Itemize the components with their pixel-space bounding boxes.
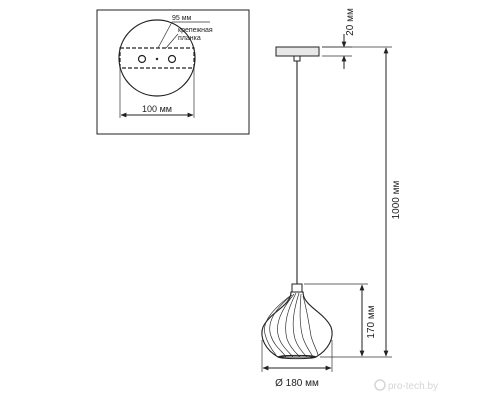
dimension-shade-diameter: Ø 180 мм: [261, 340, 333, 389]
watermark: pro-tech.by: [374, 379, 438, 392]
glass-shade: [261, 291, 333, 360]
screw-hole-right: [167, 54, 177, 64]
canopy-height-label: 20 мм: [345, 8, 356, 36]
leader-line-bracket: [165, 33, 179, 49]
dimension-shade-height: 170 мм: [304, 283, 377, 357]
diameter-label: Ø 180 мм: [275, 378, 319, 389]
dimension-canopy-height: 20 мм: [322, 8, 356, 69]
shade-bottom-rim: [277, 354, 317, 360]
mounting-detail-inset: 95 мм крепежная планка 100 мм: [96, 9, 250, 135]
lamp-holder: [291, 283, 303, 293]
bracket-label-line1: крепежная: [178, 27, 213, 34]
watermark-logo-icon: [374, 379, 386, 391]
canopy-nipple: [293, 55, 301, 62]
total-height-label: 1000 мм: [391, 180, 402, 219]
screw-hole-left: [137, 54, 147, 64]
canopy: [275, 46, 320, 57]
dimension-total-height: 1000 мм: [320, 46, 402, 358]
watermark-text: pro-tech.by: [388, 381, 438, 392]
pendant-lamp: [261, 46, 333, 360]
width-label: 100 мм: [142, 104, 172, 114]
mounting-bracket: [119, 47, 195, 69]
shade-height-label: 170 мм: [366, 305, 377, 338]
leader-line-95: [157, 21, 173, 49]
shade-outline: [261, 291, 333, 358]
bracket-label-line2: планка: [178, 35, 201, 42]
center-point: [155, 57, 159, 61]
hole-distance-label: 95 мм: [172, 15, 192, 22]
